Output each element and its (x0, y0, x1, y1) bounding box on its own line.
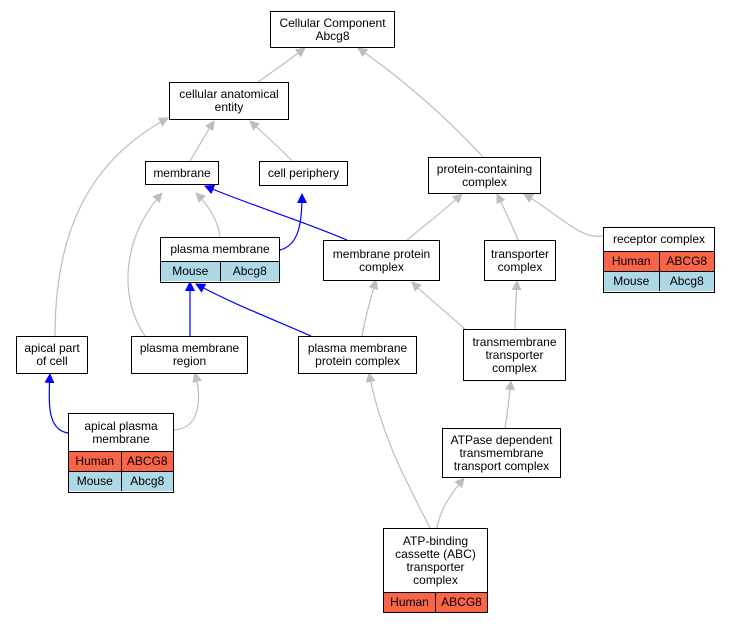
edge-pm-membrane (195, 192, 221, 238)
node-abc-transporter-complex[interactable]: ATP-binding cassette (ABC) transporter c… (383, 528, 488, 613)
mouse-gene-row: Mouse Abcg8 (69, 471, 173, 491)
edge-apcell-cae (54, 117, 169, 337)
species-cell: Human (390, 595, 429, 609)
species-cell: Mouse (76, 474, 113, 488)
node-plasma-membrane-protein-complex[interactable]: plasma membrane protein complex (298, 336, 417, 374)
edge-mpc-membrane (204, 184, 348, 241)
edge-ttc-mpc (411, 281, 468, 332)
node-label: Cellular Component Abcg8 (279, 15, 386, 43)
edge-abc-atpase (436, 477, 465, 529)
node-label: cellular anatomical entity (179, 87, 279, 114)
gene-cell: Abcg8 (658, 272, 715, 291)
node-atpase-dependent-transport-complex[interactable]: ATPase dependent transmembrane transport… (442, 428, 561, 478)
human-gene-row: Human ABCG8 (69, 451, 173, 471)
node-plasma-membrane-region[interactable]: plasma membrane region (131, 336, 248, 374)
edge-cae-root (257, 47, 306, 83)
node-label: membrane protein complex (332, 246, 431, 274)
edge-ttc-tc (511, 280, 522, 330)
node-membrane-protein-complex[interactable]: membrane protein complex (323, 240, 440, 281)
node-label: membrane (153, 165, 211, 180)
human-gene-row: Human ABCG8 (604, 251, 714, 271)
node-membrane[interactable]: membrane (145, 161, 219, 185)
edge-membrane-cae (189, 120, 215, 162)
node-label: protein-containing complex (436, 161, 533, 189)
edge-periphery-cae (249, 120, 293, 162)
gene-cell: ABCG8 (120, 452, 174, 471)
edge-apm-apcell (44, 373, 69, 434)
edge-pmpc-mpc (361, 279, 379, 337)
gene-cell: ABCG8 (435, 593, 487, 612)
node-apical-part-of-cell[interactable]: apical part of cell (16, 336, 88, 374)
human-gene-row: Human ABCG8 (384, 592, 487, 612)
node-label: transporter complex (490, 246, 550, 274)
node-label: cell periphery (267, 166, 340, 180)
node-cell-periphery[interactable]: cell periphery (259, 161, 348, 186)
node-protein-containing-complex[interactable]: protein-containing complex (428, 157, 541, 194)
node-label: apical part of cell (24, 341, 80, 368)
node-label: plasma membrane (170, 242, 270, 256)
node-label: transmembrane transporter complex (472, 334, 557, 375)
edge-pmpc-pm (195, 283, 312, 337)
node-cellular-anatomical-entity[interactable]: cellular anatomical entity (169, 82, 289, 120)
edge-rc-pcc (523, 193, 604, 237)
species-cell: Human (75, 454, 115, 468)
species-cell: Mouse (172, 264, 209, 278)
node-label: ATP-binding cassette (ABC) transporter c… (395, 533, 476, 587)
node-transporter-complex[interactable]: transporter complex (484, 240, 556, 281)
mouse-gene-row: Mouse Abcg8 (604, 271, 714, 291)
edge-pcc-root (357, 47, 484, 158)
edge-tc-pcc (496, 193, 519, 241)
node-plasma-membrane[interactable]: plasma membrane Mouse Abcg8 (160, 237, 280, 283)
mouse-gene-row: Mouse Abcg8 (161, 261, 279, 281)
gene-cell: Abcg8 (219, 262, 280, 281)
node-label: plasma membrane region (139, 341, 240, 368)
edge-apm-pmr (173, 372, 203, 431)
gene-cell: Abcg8 (120, 472, 174, 491)
node-apical-plasma-membrane[interactable]: apical plasma membrane Human ABCG8 Mouse… (68, 413, 174, 493)
node-label: ATPase dependent transmembrane transport… (450, 432, 553, 473)
node-cellular-component[interactable]: Cellular Component Abcg8 (270, 11, 395, 48)
edge-pm-periphery (279, 193, 307, 251)
species-cell: Human (611, 254, 651, 268)
node-label: apical plasma membrane (84, 418, 158, 446)
edge-atpase-ttc (504, 380, 516, 429)
node-transmembrane-transporter-complex[interactable]: transmembrane transporter complex (463, 329, 566, 381)
edge-abc-pmpc (365, 372, 431, 529)
gene-cell: ABCG8 (658, 252, 715, 271)
species-cell: Mouse (613, 274, 650, 288)
node-label: plasma membrane protein complex (307, 341, 408, 368)
edge-mpc-pcc (406, 193, 463, 241)
node-receptor-complex[interactable]: receptor complex Human ABCG8 Mouse Abcg8 (603, 227, 715, 293)
node-label: receptor complex (612, 232, 706, 246)
edge-pmr-membrane (127, 192, 163, 337)
